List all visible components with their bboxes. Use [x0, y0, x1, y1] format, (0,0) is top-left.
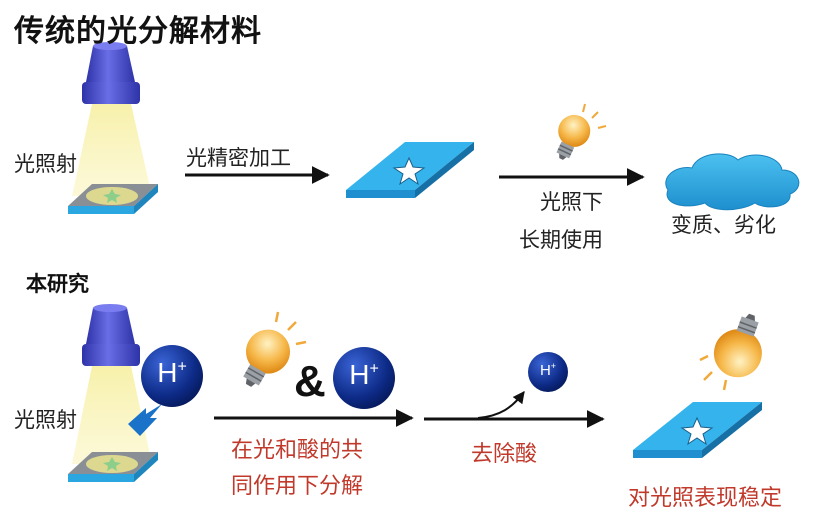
proton-icon — [333, 347, 395, 409]
substrate-exposed — [68, 452, 158, 482]
under-light-label: 光照下 — [540, 190, 603, 214]
proton-label: H+ — [157, 357, 187, 388]
degradation-label: 变质、劣化 — [671, 213, 776, 237]
light-irradiation-label: 光照射 — [14, 408, 77, 432]
page-title: 传统的光分解材料 — [14, 14, 262, 49]
proton-label: H+ — [349, 359, 379, 390]
decomposition-label-line1: 在光和酸的共 — [231, 438, 364, 463]
light-irradiation-label: 光照射 — [14, 152, 77, 176]
star-cutout — [680, 416, 714, 446]
light-rays — [582, 103, 607, 129]
stability-label: 对光照表现稳定 — [628, 486, 783, 511]
section-title-this-study: 本研究 — [26, 272, 89, 296]
light-bulb-icon — [243, 329, 290, 387]
light-rays — [274, 311, 307, 346]
light-rays — [699, 354, 728, 391]
proton-label: H+ — [539, 361, 557, 379]
light-bulb-icon — [713, 313, 762, 378]
light-beam — [72, 366, 152, 464]
acid-leaving-arrow — [477, 391, 525, 419]
lamp-icon — [82, 42, 140, 104]
light-beam — [72, 104, 152, 196]
degraded-material — [665, 153, 800, 211]
processed-material — [346, 142, 474, 198]
remove-acid-label: 去除酸 — [471, 442, 538, 467]
ampersand: & — [294, 357, 326, 406]
stable-material — [633, 402, 762, 458]
lamp-icon — [82, 304, 140, 366]
star-cutout — [392, 156, 426, 186]
light-bulb-icon — [556, 114, 591, 160]
proton-icon — [141, 345, 203, 407]
proton-icon — [528, 352, 568, 392]
substrate-exposed — [68, 184, 158, 214]
decomposition-label-line2: 同作用下分解 — [231, 474, 364, 499]
acid-pointer-arrow — [128, 404, 162, 436]
precision-processing-label: 光精密加工 — [186, 146, 291, 170]
long-term-use-label: 长期使用 — [519, 228, 603, 252]
